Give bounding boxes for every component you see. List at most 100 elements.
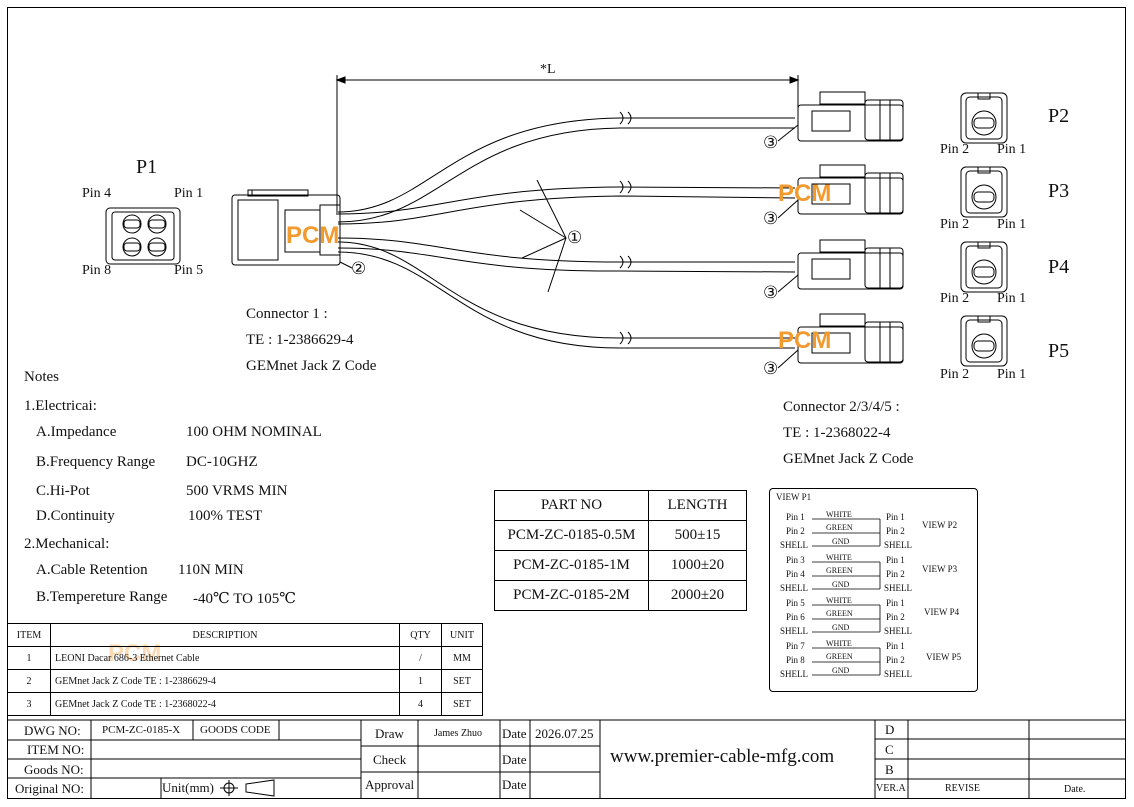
wire-color-label: GND [832, 580, 850, 589]
pcm-watermark: PCM [778, 180, 832, 207]
rev-row-label: D [885, 722, 895, 737]
rev-row-label: B [885, 762, 894, 777]
p4-label: P4 [1048, 256, 1070, 278]
wire-pin-label: Pin 3 [786, 555, 805, 565]
wire-pin-label: Pin 8 [786, 655, 805, 665]
wire-pin-label: Pin 2 [886, 612, 905, 622]
p5-label: P5 [1048, 340, 1070, 362]
date-label: Date [502, 752, 527, 767]
wire-pin-label: Pin 1 [886, 598, 905, 608]
table-cell: GEMnet Jack Z Code TE : 1-2386629-4 [50, 669, 400, 693]
note-value: 110N MIN [178, 562, 244, 578]
wire-color-label: GREEN [826, 523, 853, 532]
p1-pin8-label: Pin 8 [82, 263, 112, 278]
note-label: C.Hi-Pot [36, 483, 90, 499]
note-label: D.Continuity [36, 508, 115, 524]
wire-pin-label: SHELL [884, 583, 912, 593]
wire-pin-label: SHELL [780, 583, 808, 593]
p1-pin5-label: Pin 5 [174, 263, 204, 278]
pin2-label: Pin 2 [940, 142, 970, 157]
view-label: VIEW P2 [922, 520, 958, 530]
wire-pin-label: SHELL [884, 669, 912, 679]
pin1-label: Pin 1 [997, 367, 1027, 382]
connector1-info: Connector 1 : TE : 1-2386629-4 GEMnet Ja… [246, 301, 376, 379]
view-box-title: VIEW P1 [776, 492, 812, 502]
callout-3: ③ [763, 209, 779, 228]
wire-pin-label: Pin 7 [786, 641, 805, 651]
wire-pin-label: Pin 2 [786, 526, 805, 536]
table-cell: 2000±20 [648, 580, 747, 611]
pin1-label: Pin 1 [997, 217, 1027, 232]
note-value: 500 VRMS MIN [186, 483, 288, 499]
notes-title: Notes [24, 369, 59, 385]
table-header: PART NO [494, 490, 649, 521]
callout-1: ① [567, 228, 583, 247]
wire-pin-label: Pin 1 [786, 512, 805, 522]
wire-pin-label: Pin 1 [886, 555, 905, 565]
table-header-row: PART NO LENGTH [494, 490, 747, 521]
view-label: VIEW P4 [924, 607, 960, 617]
wire-pin-label: Pin 1 [886, 641, 905, 651]
part-number-table: PART NO LENGTH PCM-ZC-0185-0.5M 500±15 P… [494, 490, 747, 611]
original-no-label: Original NO: [15, 781, 84, 796]
connector2-info: Connector 2/3/4/5 : TE : 1-2368022-4 GEM… [783, 394, 913, 472]
ver-label: VER.A [876, 783, 906, 794]
approval-label: Approval [365, 777, 415, 792]
callout-3: ③ [763, 359, 779, 378]
dwg-no-value: PCM-ZC-0185-X [102, 724, 181, 736]
table-cell: 4 [399, 692, 442, 716]
wire-pin-label: SHELL [780, 626, 808, 636]
note-label: B.Frequency Range [36, 454, 156, 470]
table-cell: 2 [7, 669, 51, 693]
wire-pin-label: SHELL [780, 540, 808, 550]
note-label: A.Cable Retention [36, 562, 148, 578]
wire-color-label: WHITE [826, 553, 852, 562]
note-value: 100% TEST [188, 508, 263, 524]
goods-no-label: Goods NO: [24, 762, 84, 777]
wire-color-label: GND [832, 666, 850, 675]
table-cell: GEMnet Jack Z Code TE : 1-2368022-4 [50, 692, 400, 716]
p1-pin4-label: Pin 4 [82, 186, 112, 201]
pin2-label: Pin 2 [940, 217, 970, 232]
wire-pin-label: Pin 2 [886, 655, 905, 665]
table-cell: SET [441, 669, 483, 693]
wire-pin-label: SHELL [884, 540, 912, 550]
table-row: 3 GEMnet Jack Z Code TE : 1-2368022-4 4 … [7, 692, 483, 716]
pin1-label: Pin 1 [997, 291, 1027, 306]
dwg-no-label: DWG NO: [24, 723, 81, 738]
wire-color-label: GREEN [826, 652, 853, 661]
rev-row-label: C [885, 742, 894, 757]
website-link[interactable]: www.premier-cable-mfg.com [610, 746, 835, 767]
draw-label: Draw [375, 726, 404, 741]
check-label: Check [373, 752, 407, 767]
wire-pin-label: Pin 5 [786, 598, 805, 608]
table-header: DESCRIPTION [50, 623, 400, 647]
p1-label: P1 [136, 156, 158, 178]
date-value: 2026.07.25 [535, 726, 594, 741]
wire-pin-label: Pin 6 [786, 612, 805, 622]
table-row: 2 GEMnet Jack Z Code TE : 1-2386629-4 1 … [7, 669, 483, 693]
note-value: -40℃ TO 105℃ [193, 591, 297, 607]
table-cell: 3 [7, 692, 51, 716]
wire-pin-label: SHELL [884, 626, 912, 636]
date-label: Date [502, 726, 527, 741]
pin2-label: Pin 2 [940, 367, 970, 382]
note-label: A.Impedance [36, 424, 117, 440]
wire-color-label: GND [832, 537, 850, 546]
wire-color-label: GREEN [826, 609, 853, 618]
draw-name: James Zhuo [434, 728, 483, 739]
pin2-label: Pin 2 [940, 291, 970, 306]
connector1-line: GEMnet Jack Z Code [246, 358, 377, 374]
note-value: DC-10GHZ [186, 454, 258, 470]
wire-pin-label: Pin 2 [886, 526, 905, 536]
goods-code-label: GOODS CODE [200, 724, 271, 736]
table-row: PCM-ZC-0185-2M 2000±20 [494, 580, 747, 611]
connector2-line: Connector 2/3/4/5 : [783, 399, 900, 415]
pcm-watermark: PCM [286, 222, 340, 249]
wire-pin-label: Pin 4 [786, 569, 805, 579]
wire-color-label: WHITE [826, 510, 852, 519]
connector1-line: TE : 1-2386629-4 [246, 332, 354, 348]
